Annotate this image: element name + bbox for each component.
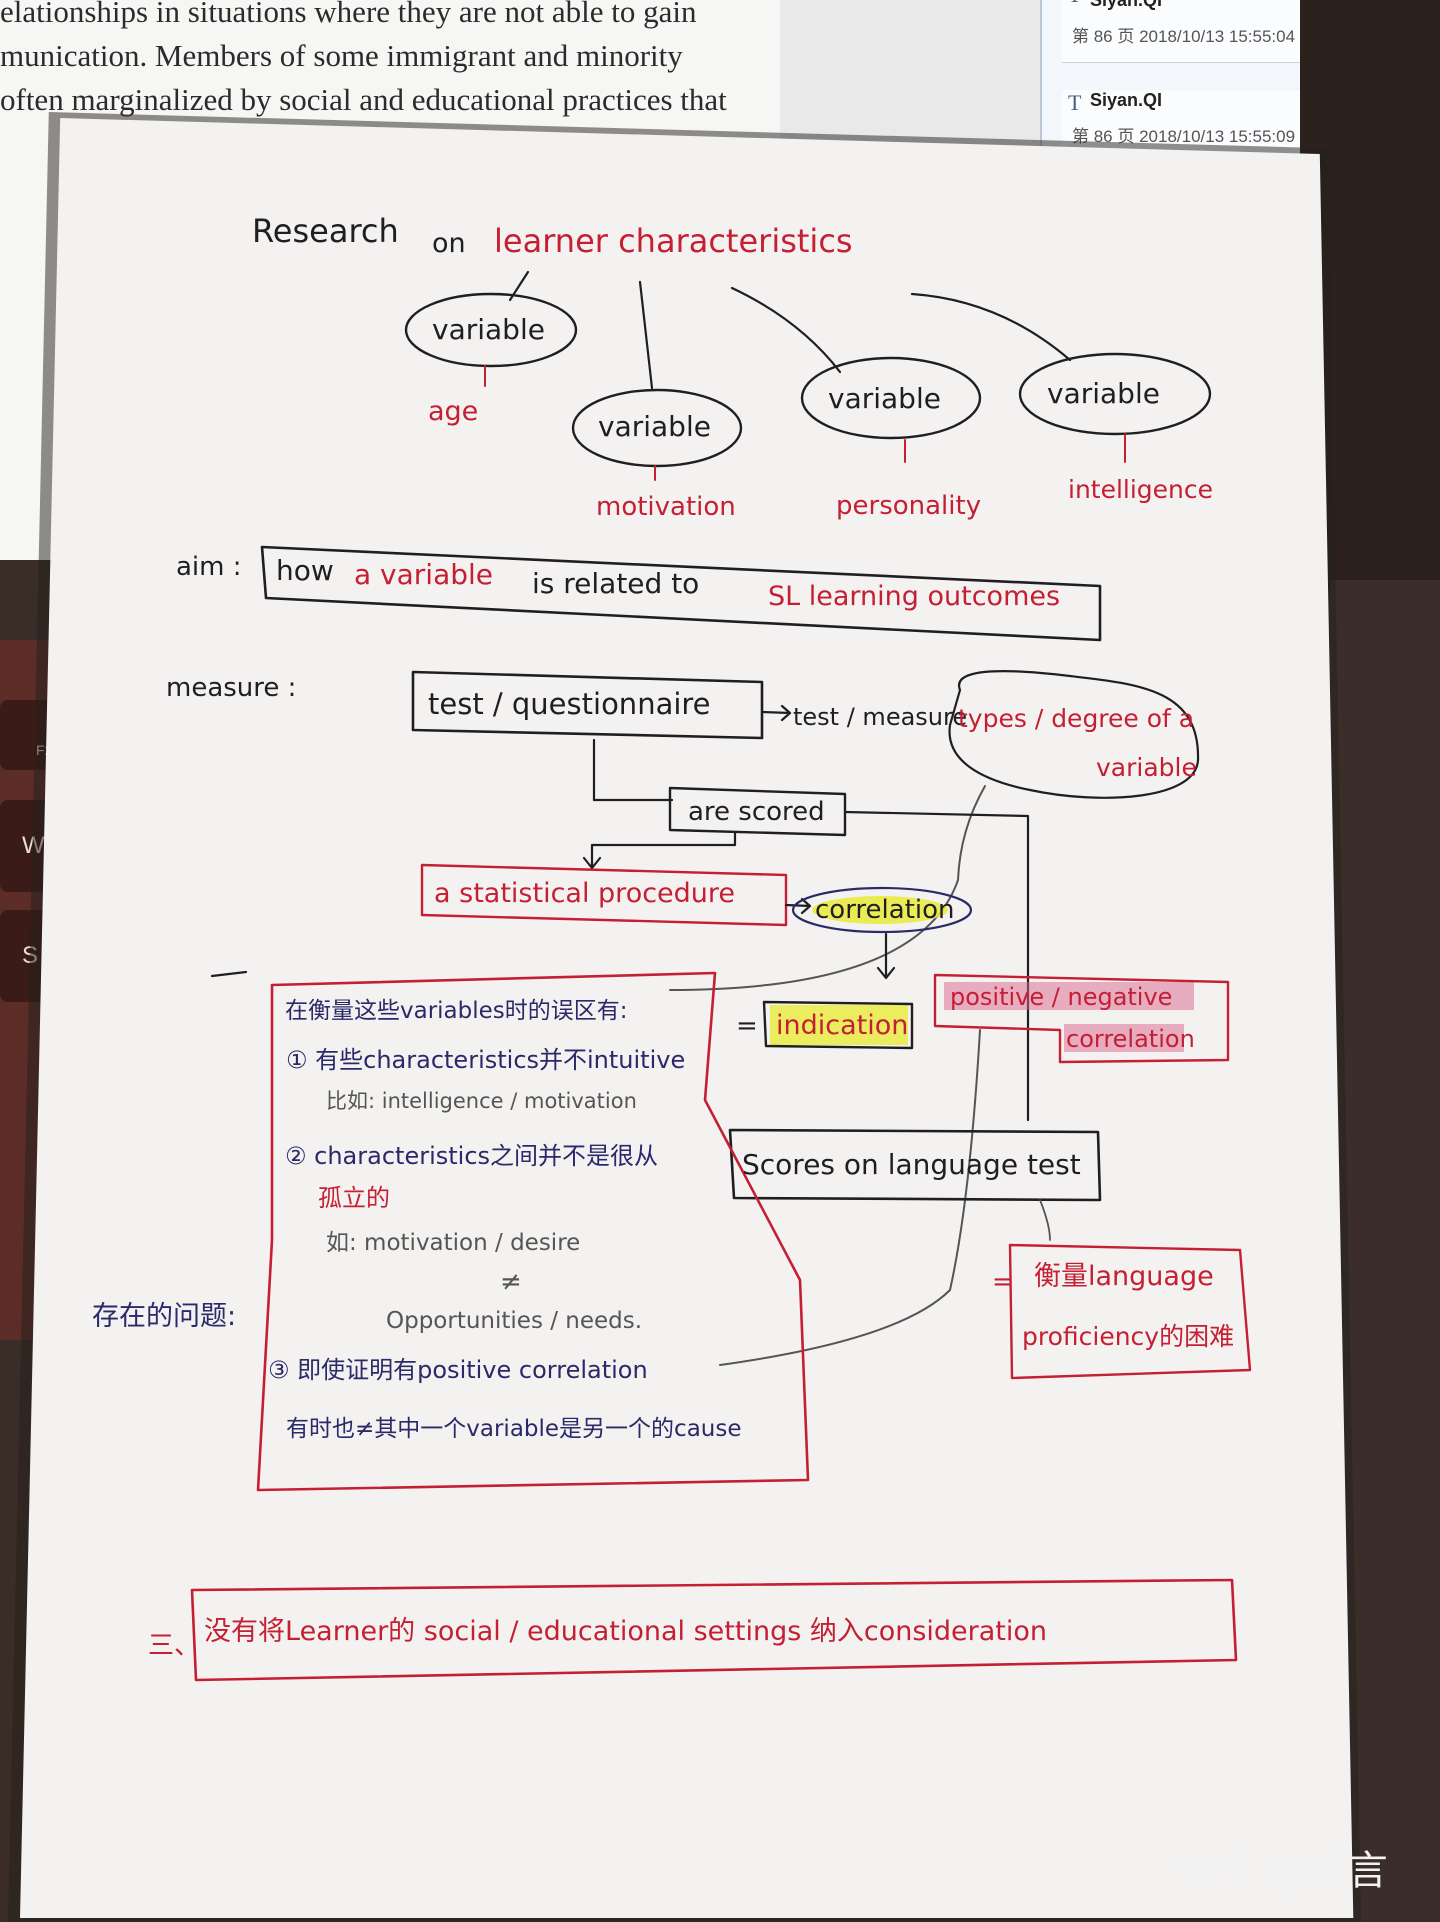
flow-line bbox=[843, 810, 1030, 1122]
tail-line bbox=[719, 1029, 981, 1366]
watermark: 知乎 @偲言 bbox=[1175, 1848, 1388, 1894]
problem-line: ③ 即使证明有positive correlation bbox=[268, 1356, 648, 1384]
problem-line: ≠ bbox=[500, 1267, 522, 1297]
problem-line: 在衡量这些variables时的误区有: bbox=[285, 998, 628, 1024]
comment-user: Siyan.QI bbox=[1090, 0, 1163, 10]
comment-card[interactable]: T Siyan.QI 第 86 页 2018/10/13 15:55:04 bbox=[1062, 0, 1330, 63]
problems-title: 存在的问题: bbox=[92, 1301, 236, 1332]
note-paper bbox=[20, 118, 1354, 1918]
proficiency-line2: proficiency的困难 bbox=[1022, 1322, 1234, 1351]
proficiency-line1: 衡量language bbox=[1034, 1261, 1214, 1292]
title-learner-characteristics: learner characteristics bbox=[494, 222, 853, 260]
comment-meta: 第 86 页 2018/10/13 15:55:04 bbox=[1072, 27, 1296, 46]
doc-line: elationships in situations where they ar… bbox=[0, 0, 697, 29]
title-research: Research bbox=[252, 212, 399, 250]
correlation2-text: correlation bbox=[1066, 1025, 1195, 1053]
types-text-line2: variable bbox=[1096, 753, 1197, 782]
branch-line bbox=[910, 292, 1072, 362]
measure-label: measure : bbox=[166, 673, 296, 703]
statistical-text: a statistical procedure bbox=[434, 878, 735, 909]
problem-line: Opportunities / needs. bbox=[386, 1308, 642, 1334]
aim-sl-outcomes: SL learning outcomes bbox=[768, 581, 1060, 612]
problems-box bbox=[256, 971, 810, 1492]
doc-line: often marginalized by social and educati… bbox=[0, 82, 727, 117]
text-comment-icon: T bbox=[1068, 90, 1082, 115]
comment-user: Siyan.QI bbox=[1090, 90, 1163, 110]
correlation2-highlight bbox=[1064, 1024, 1184, 1052]
arrow bbox=[760, 704, 792, 722]
aim-a-variable: a variable bbox=[354, 558, 493, 591]
variable-ellipse bbox=[571, 388, 743, 468]
variable-ellipse bbox=[800, 356, 982, 440]
variable-ellipse bbox=[1018, 352, 1212, 436]
types-text-line1: types / degree of a bbox=[958, 704, 1194, 733]
indication-text: indication bbox=[776, 1010, 908, 1041]
problem-line: ① 有些characteristics并不intuitive bbox=[286, 1046, 685, 1074]
test-questionnaire-text: test / questionnaire bbox=[428, 687, 711, 721]
variable-example: intelligence bbox=[1068, 475, 1213, 504]
section3-box bbox=[190, 1578, 1238, 1682]
scores-box bbox=[728, 1128, 1102, 1202]
equals-sign: = bbox=[736, 1011, 758, 1041]
pos-neg-text: positive / negative bbox=[950, 983, 1172, 1011]
branch-line bbox=[730, 286, 842, 374]
arrow bbox=[876, 932, 896, 980]
variable-example: age bbox=[428, 396, 478, 427]
aim-is-related: is related to bbox=[532, 567, 699, 600]
indication-box bbox=[762, 1000, 914, 1050]
are-scored-box bbox=[668, 786, 847, 837]
are-scored-text: are scored bbox=[688, 797, 825, 827]
variable-ellipse bbox=[404, 292, 578, 368]
problem-line: 有时也≠其中一个variable是另一个的cause bbox=[286, 1416, 742, 1442]
variable-label: variable bbox=[432, 313, 545, 346]
branch-line bbox=[638, 280, 654, 390]
correlation-highlight bbox=[812, 896, 948, 924]
scores-text: Scores on language test bbox=[742, 1148, 1081, 1181]
tail-line bbox=[1039, 1199, 1051, 1241]
pos-neg-box bbox=[933, 973, 1230, 1064]
variable-label: variable bbox=[1047, 377, 1160, 410]
variable-example: personality bbox=[836, 491, 981, 521]
statistical-box bbox=[420, 863, 788, 927]
variable-label: variable bbox=[828, 382, 941, 415]
aim-box bbox=[260, 545, 1102, 642]
problem-line: 如: motivation / desire bbox=[326, 1230, 580, 1256]
test-questionnaire-box bbox=[411, 670, 764, 740]
comment-meta: 第 86 页 2018/10/13 15:55:09 bbox=[1072, 127, 1296, 146]
problem-line: 孤立的 bbox=[318, 1184, 390, 1212]
flow-line bbox=[592, 738, 674, 802]
title-on: on bbox=[432, 228, 466, 259]
aim-label: aim : bbox=[176, 552, 242, 582]
equals-sign: = bbox=[992, 1267, 1014, 1297]
doc-line: munication. Members of some immigrant an… bbox=[0, 38, 683, 74]
correlation-ellipse bbox=[791, 886, 973, 934]
test-measure-text: test / measure bbox=[793, 703, 967, 731]
correlation-text: correlation bbox=[815, 895, 955, 925]
proficiency-box bbox=[1008, 1243, 1252, 1380]
section3-text: 没有将Learner的 social / educational setting… bbox=[204, 1616, 1047, 1647]
aim-how: how bbox=[276, 554, 334, 587]
arrow bbox=[784, 897, 812, 915]
section3-label: 三、 bbox=[148, 1631, 200, 1661]
problem-line: 比如: intelligence / motivation bbox=[326, 1089, 637, 1113]
doc-line-text: munication. Members of some immigrant an… bbox=[0, 38, 683, 73]
pos-neg-highlight bbox=[944, 982, 1194, 1010]
dash-mark bbox=[210, 970, 248, 978]
indication-highlight bbox=[770, 1005, 908, 1045]
text-comment-icon: T bbox=[1068, 0, 1081, 8]
variable-example: motivation bbox=[596, 492, 736, 522]
problem-line: ② characteristics之间并不是很从 bbox=[285, 1142, 658, 1170]
flow-line bbox=[582, 831, 737, 870]
types-bubble bbox=[948, 670, 1200, 799]
variable-label: variable bbox=[598, 410, 711, 443]
